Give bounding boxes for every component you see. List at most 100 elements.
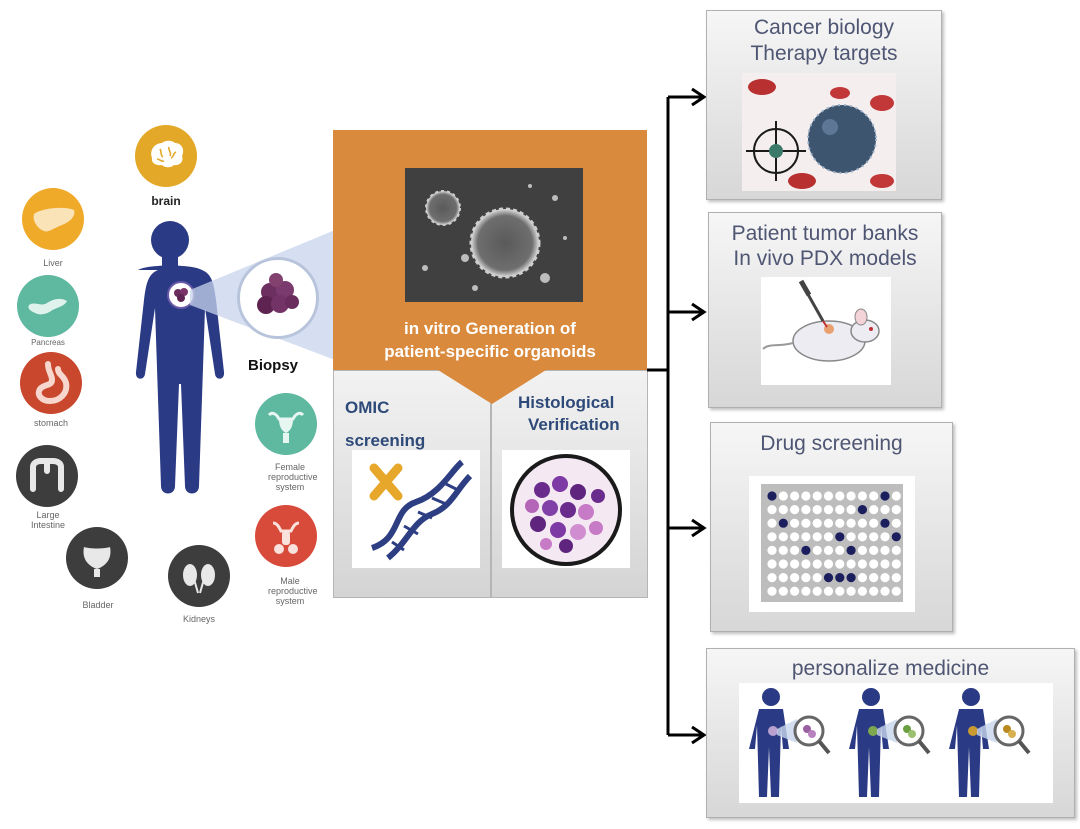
well: [767, 491, 777, 501]
kidneys-icon: [168, 545, 230, 607]
drug-title: Drug screening: [760, 432, 903, 455]
well: [767, 532, 777, 542]
well: [880, 518, 890, 528]
well: [835, 573, 845, 583]
well: [767, 586, 777, 596]
well: [835, 532, 845, 542]
well: [812, 518, 822, 528]
well: [778, 573, 788, 583]
well: [790, 505, 800, 515]
cancer-title-line1: Cancer biology: [753, 16, 895, 39]
well: [778, 532, 788, 542]
well: [857, 573, 867, 583]
well: [790, 573, 800, 583]
brain-label: brain: [151, 194, 181, 208]
patient-figure-3: [949, 688, 1031, 797]
histo-label-line2: Verification: [528, 415, 620, 434]
well: [767, 559, 777, 569]
histo-label-line1: Histological: [518, 393, 615, 412]
well: [869, 491, 879, 501]
well: [891, 545, 901, 555]
well: [823, 545, 834, 555]
large-intestine-label: Large Intestine: [30, 510, 66, 530]
well: [846, 586, 856, 596]
well: [823, 559, 834, 569]
personalized-medicine-card: personalize medicine: [706, 648, 1075, 818]
well: [801, 545, 811, 555]
brain-icon: [135, 125, 197, 187]
well: [857, 491, 867, 501]
well: [835, 491, 845, 501]
well: [891, 586, 901, 596]
well: [857, 532, 867, 542]
well: [778, 505, 788, 515]
well: [869, 573, 879, 583]
female-reproductive-icon: [255, 393, 317, 455]
well-plate-image: [749, 476, 915, 612]
well: [869, 532, 879, 542]
well: [846, 573, 856, 583]
male-reproductive-label: Male reproductive system: [268, 576, 318, 606]
down-arrow-icon: [438, 370, 546, 404]
well: [880, 545, 890, 555]
tumor-title-line2: In vivo PDX models: [733, 247, 917, 270]
well: [880, 559, 890, 569]
well: [790, 586, 800, 596]
female-reproductive-label: Female reproductive system: [268, 462, 318, 492]
well: [823, 518, 834, 528]
organoid-title-line1: in vitro Generation of: [404, 319, 576, 338]
liver-icon: [22, 188, 84, 250]
organ-panel: brain Liver Pancreas stomach Large Intes…: [0, 0, 335, 640]
well: [857, 505, 867, 515]
well: [790, 559, 800, 569]
well: [835, 518, 845, 528]
histology-image: [502, 450, 630, 568]
well: [767, 573, 777, 583]
liver-label: Liver: [43, 258, 63, 268]
patient-figure-2: [849, 688, 931, 797]
well: [801, 505, 811, 515]
well: [790, 545, 800, 555]
well: [891, 532, 901, 542]
well: [767, 518, 777, 528]
well: [778, 559, 788, 569]
well: [891, 559, 901, 569]
stomach-label: stomach: [33, 418, 68, 428]
well: [857, 518, 867, 528]
flow-connectors: [647, 87, 707, 745]
well: [835, 559, 845, 569]
well: [857, 586, 867, 596]
well: [880, 573, 890, 583]
biopsy-sample-zoom: [237, 257, 319, 339]
well: [767, 505, 777, 515]
well: [869, 559, 879, 569]
personal-title: personalize medicine: [791, 657, 990, 680]
stomach-icon: [20, 352, 82, 414]
well: [812, 545, 822, 555]
pancreas-icon: [17, 275, 79, 337]
well: [778, 545, 788, 555]
pdx-mouse-image: [761, 277, 891, 385]
well: [778, 586, 788, 596]
omic-label-line2: screening: [345, 431, 426, 450]
well: [801, 532, 811, 542]
male-reproductive-icon: [255, 505, 317, 567]
well: [801, 559, 811, 569]
well: [812, 559, 822, 569]
well: [823, 532, 834, 542]
cancer-target-image: [742, 73, 896, 191]
well: [812, 491, 822, 501]
well: [869, 505, 879, 515]
well: [880, 491, 890, 501]
well: [869, 545, 879, 555]
well: [823, 586, 834, 596]
well: [812, 586, 822, 596]
well: [891, 491, 901, 501]
well: [846, 532, 856, 542]
large-intestine-icon: [16, 445, 78, 507]
well: [801, 586, 811, 596]
well: [778, 518, 788, 528]
well: [869, 586, 879, 596]
well: [767, 545, 777, 555]
bladder-label: Bladder: [82, 600, 114, 610]
